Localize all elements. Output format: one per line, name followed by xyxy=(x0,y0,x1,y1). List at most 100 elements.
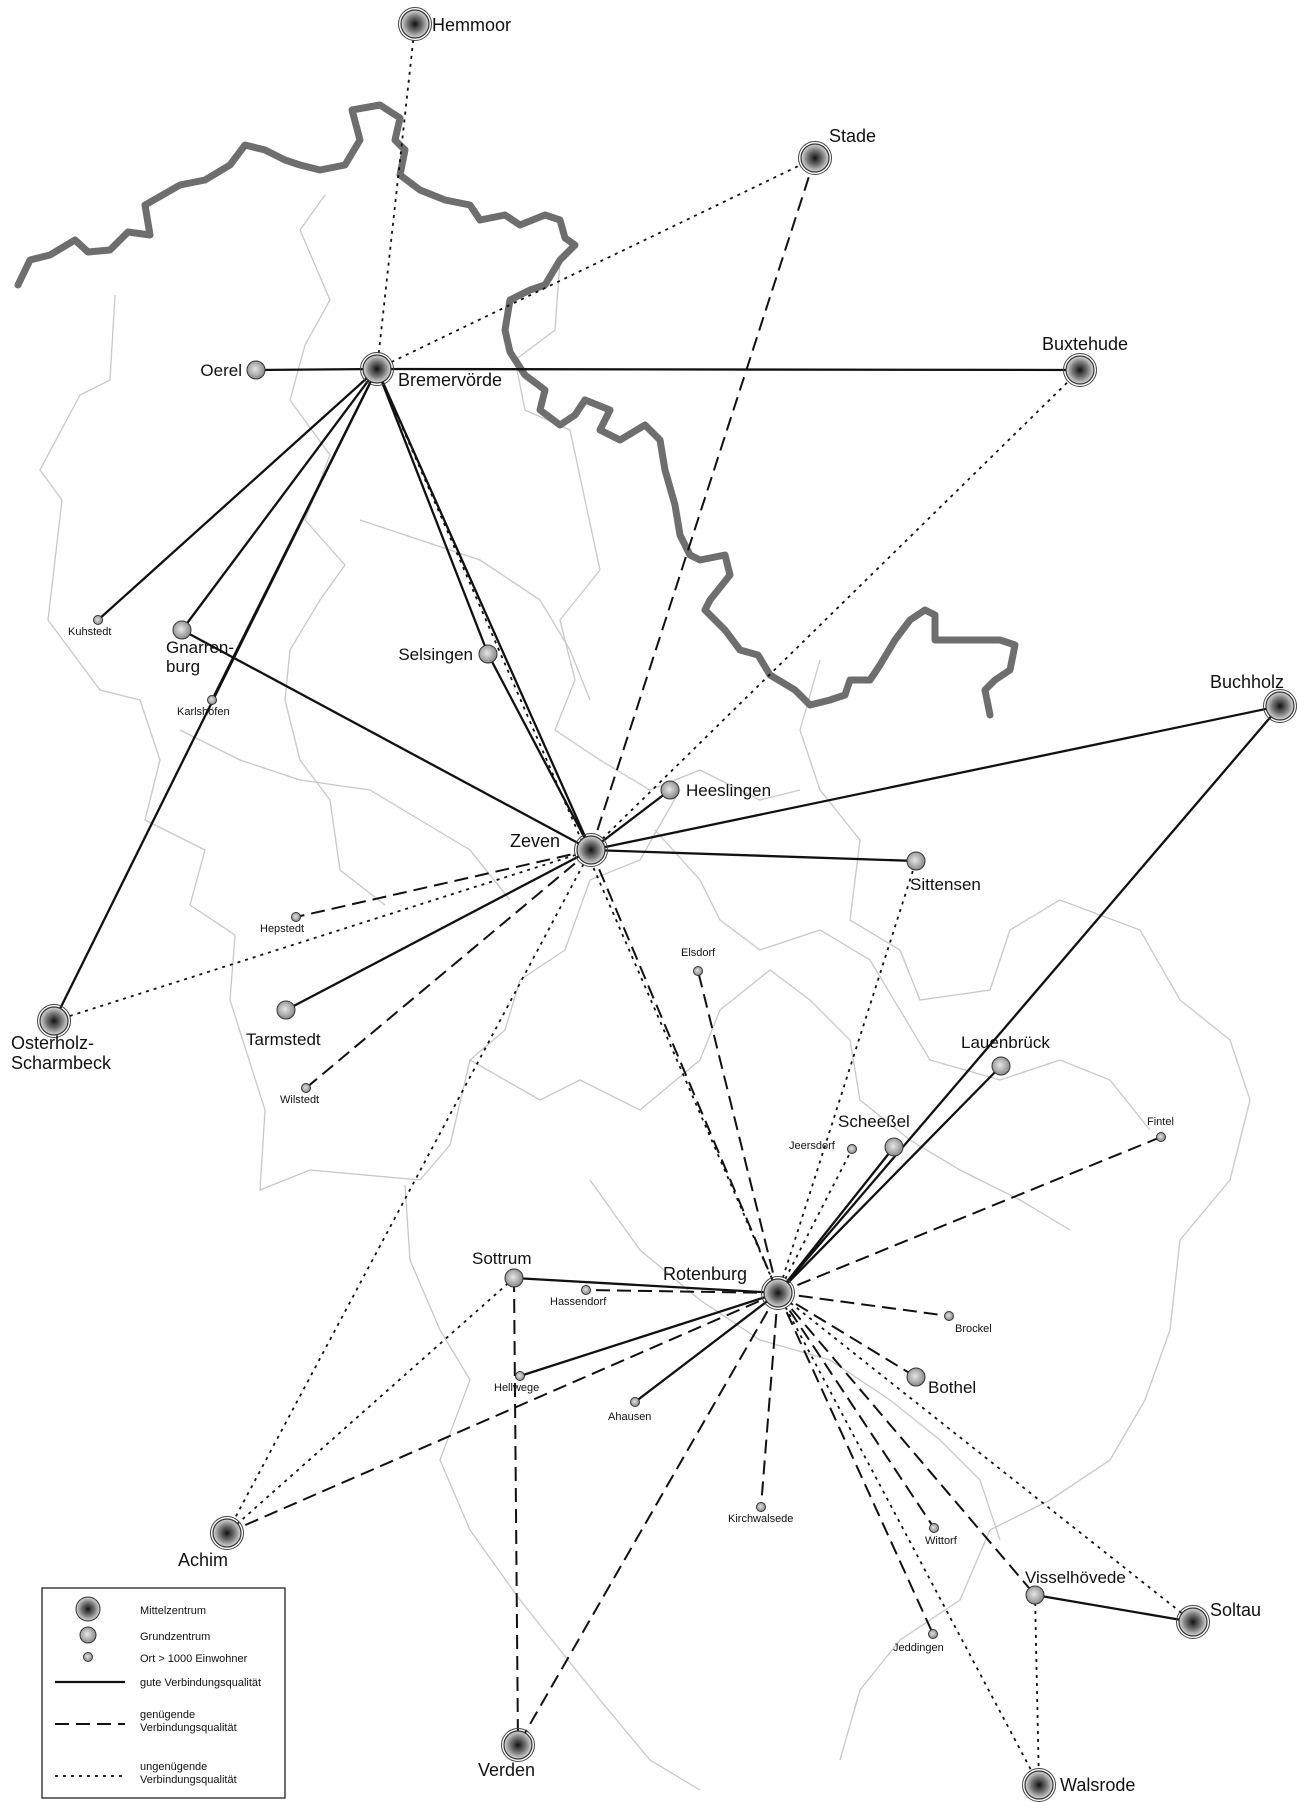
connection-rotenburg-lauenbrueck xyxy=(777,1065,1002,1294)
place-marker-sittensen xyxy=(906,851,926,871)
connection-rotenburg-wittorf xyxy=(777,1292,935,1529)
district-border-inner-1 xyxy=(284,194,386,906)
place-label-selsingen: Selsingen xyxy=(398,645,473,664)
place-label-hellwege: Hellwege xyxy=(494,1382,539,1394)
place-label-rotenburg: Rotenburg xyxy=(663,1264,747,1284)
place-label-osterholz: Osterholz-Scharmbeck xyxy=(11,1033,112,1073)
connection-bremervoerde-kuhstedt xyxy=(97,368,378,621)
connection-bremervoerde-gnarrenburg xyxy=(181,368,378,631)
district-borders xyxy=(39,194,1251,1791)
district-border-inner-8 xyxy=(359,519,591,701)
place-marker-kuhstedt xyxy=(93,615,103,625)
place-marker-jeddingen xyxy=(928,1629,938,1639)
district-border-outer-west xyxy=(39,294,681,1191)
connection-rotenburg-jeersdorf xyxy=(777,1148,853,1294)
connection-rotenburg-hellwege xyxy=(519,1291,779,1378)
place-label-kuhstedt: Kuhstedt xyxy=(68,626,111,638)
connection-bremervoerde-osterholz xyxy=(52,368,379,1022)
place-marker-buxtehude xyxy=(1065,355,1095,385)
connection-rotenburg-scheessel xyxy=(777,1146,895,1294)
place-ring-achim xyxy=(210,1516,244,1550)
place-ring-buchholz xyxy=(1263,689,1297,723)
place-label-fintel: Fintel xyxy=(1147,1116,1174,1128)
place-marker-stade xyxy=(800,143,830,173)
place-label-zeven: Zeven xyxy=(510,831,560,851)
connection-rotenburg-sottrum xyxy=(513,1276,779,1295)
legend-symbol-ort xyxy=(83,1652,93,1662)
connection-rotenburg-achim xyxy=(226,1292,779,1534)
connection-rotenburg-hassendorf xyxy=(585,1289,779,1294)
place-ring-bremervoerde xyxy=(360,352,394,386)
place-marker-jeersdorf xyxy=(847,1144,857,1154)
place-label-stade: Stade xyxy=(829,126,876,146)
connection-rotenburg-buchholz xyxy=(777,705,1281,1294)
district-border-inner-3 xyxy=(799,659,1251,1761)
place-label-buxtehude: Buxtehude xyxy=(1042,334,1128,354)
legend-label-grundzentrum: Grundzentrum xyxy=(140,1631,210,1643)
connection-sottrum-verden xyxy=(513,1277,519,1746)
place-label-hassendorf: Hassendorf xyxy=(550,1296,607,1308)
connection-rotenburg-verden xyxy=(517,1292,779,1746)
legend-label-good: gute Verbindungsqualität xyxy=(140,1677,261,1689)
place-marker-walsrode xyxy=(1024,1770,1054,1800)
place-ring-hemmoor xyxy=(398,7,432,41)
connection-bremervoerde-zeven xyxy=(375,368,593,851)
connection-rotenburg-walsrode xyxy=(777,1292,1040,1786)
place-label-hepstedt: Hepstedt xyxy=(260,923,304,935)
place-marker-visselhoevede xyxy=(1025,1585,1045,1605)
connection-bremervoerde-hemmoor xyxy=(376,23,416,370)
connection-zeven-sittensen xyxy=(590,848,917,863)
connection-rotenburg-sittensen xyxy=(777,860,917,1294)
place-label-hemmoor: Hemmoor xyxy=(432,15,511,35)
place-marker-bothel xyxy=(906,1367,926,1387)
connection-bremervoerde-oerel xyxy=(255,367,378,372)
place-marker-osterholz xyxy=(39,1006,69,1036)
place-marker-verden xyxy=(503,1730,533,1760)
place-label-bremervoerde: Bremervörde xyxy=(398,370,502,390)
place-label-lauenbrueck: Lauenbrück xyxy=(961,1033,1050,1052)
district-border-inner-2 xyxy=(514,259,801,801)
connection-zeven-selsingen xyxy=(486,653,593,851)
connection-zeven-tarmstedt xyxy=(285,848,592,1012)
place-ring-buxtehude xyxy=(1063,353,1097,387)
connection-zeven-achim xyxy=(226,849,592,1534)
connection-rotenburg-soltau xyxy=(777,1292,1194,1623)
place-marker-brockel xyxy=(944,1311,954,1321)
place-label-buchholz: Buchholz xyxy=(1210,672,1284,692)
place-marker-achim xyxy=(212,1518,242,1548)
place-label-wilstedt: Wilstedt xyxy=(280,1094,319,1106)
place-marker-buchholz xyxy=(1265,691,1295,721)
place-label-ahausen: Ahausen xyxy=(608,1411,651,1423)
district-border-inner-7 xyxy=(654,829,1151,1131)
place-label-wittorf: Wittorf xyxy=(925,1535,958,1547)
legend-label-mittelzentrum: Mittelzentrum xyxy=(140,1605,206,1617)
place-label-tarmstedt: Tarmstedt xyxy=(246,1030,321,1049)
district-border-inner-6 xyxy=(589,1179,1001,1541)
connection-zeven-buchholz xyxy=(590,704,1281,852)
place-marker-rotenburg xyxy=(763,1278,793,1308)
place-label-oerel: Oerel xyxy=(200,361,242,380)
place-ring-osterholz xyxy=(37,1004,71,1038)
place-ring-rotenburg xyxy=(761,1276,795,1310)
place-label-bothel: Bothel xyxy=(928,1378,976,1397)
connection-sottrum-achim xyxy=(226,1277,515,1534)
place-label-sittensen: Sittensen xyxy=(910,875,981,894)
place-label-brockel: Brockel xyxy=(955,1323,992,1335)
place-label-soltau: Soltau xyxy=(1210,1600,1261,1620)
place-ring-stade xyxy=(798,141,832,175)
place-ring-zeven xyxy=(574,833,608,867)
place-label-gnarrenburg: Gnarren-burg xyxy=(166,638,234,676)
place-marker-hellwege xyxy=(515,1371,525,1381)
legend-symbol-grundzentrum xyxy=(79,1626,97,1644)
connection-zeven-wilstedt xyxy=(305,849,592,1089)
connection-rotenburg-kirchwalsede xyxy=(760,1292,779,1508)
connection-zeven-rotenburg xyxy=(590,849,779,1294)
place-marker-hepstedt xyxy=(291,912,301,922)
legend: Mittelzentrum Grundzentrum Ort > 1000 Ei… xyxy=(41,1587,286,1799)
place-label-verden: Verden xyxy=(478,1760,535,1780)
place-marker-elsdorf xyxy=(693,966,703,976)
place-marker-wittorf xyxy=(929,1523,939,1533)
place-label-achim: Achim xyxy=(178,1550,228,1570)
place-label-jeersdorf: Jeersdorf xyxy=(789,1140,836,1152)
